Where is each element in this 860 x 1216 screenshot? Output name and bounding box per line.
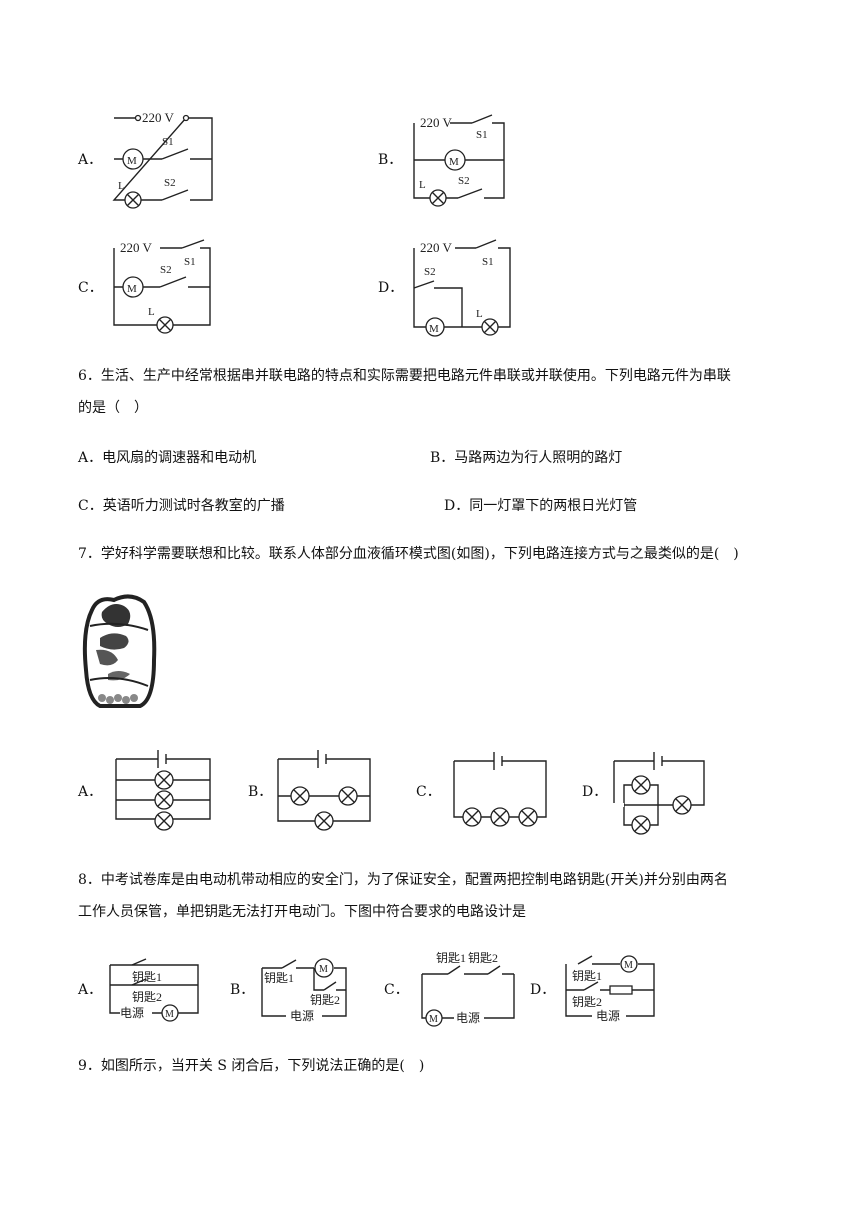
svg-text:S2: S2	[458, 175, 470, 187]
svg-text:L: L	[148, 306, 155, 318]
svg-text:S2: S2	[164, 177, 176, 189]
svg-text:钥匙1: 钥匙1	[264, 971, 294, 985]
q6-option-a[interactable]: A．电风扇的调速器和电动机	[78, 450, 257, 466]
q8-circuit-a: 钥匙1 钥匙2 电源 M	[109, 958, 199, 1022]
svg-text:M: M	[449, 156, 459, 168]
q6-stem-line1: 6．生活、生产中经常根据串并联电路的特点和实际需要把电路元件串联或并联使用。下列…	[78, 368, 731, 384]
svg-text:钥匙2: 钥匙2	[132, 990, 162, 1004]
svg-text:M: M	[165, 1009, 174, 1020]
svg-text:L: L	[476, 308, 483, 320]
q7-option-c-letter[interactable]: C．	[416, 784, 441, 800]
q5-circuit-d: 220 V S1 S2 M L	[413, 239, 511, 337]
q5-c-source: 220 V	[120, 240, 153, 255]
q8-stem-line2: 工作人员保管，单把钥匙无法打开电动门。下图中符合要求的电路设计是	[78, 904, 526, 920]
q7-circuit-d	[610, 752, 705, 835]
svg-text:钥匙1: 钥匙1	[132, 970, 162, 984]
q8-circuit-b: M 钥匙1 钥匙2 电源	[261, 958, 347, 1023]
q6-option-c[interactable]: C．英语听力测试时各教室的广播	[78, 498, 285, 514]
q9-stem: 9．如图所示，当开关 S 闭合后，下列说法正确的是( )	[78, 1058, 425, 1074]
q7-circuit-b	[277, 750, 371, 831]
svg-text:L: L	[118, 180, 125, 192]
svg-text:电源: 电源	[290, 1009, 314, 1023]
q8-circuit-c: 钥匙1 钥匙2 M 电源	[421, 951, 515, 1027]
q5-d-source: 220 V	[420, 240, 453, 255]
q6-option-b[interactable]: B．马路两边为行人照明的路灯	[430, 450, 623, 466]
q6-stem-line2: 的是（ ）	[78, 400, 148, 416]
svg-text:M: M	[319, 964, 328, 975]
svg-text:钥匙1: 钥匙1	[572, 969, 602, 983]
blood-circulation-diagram	[82, 594, 157, 708]
svg-text:M: M	[429, 323, 439, 335]
svg-text:S1: S1	[162, 136, 174, 148]
svg-text:钥匙2: 钥匙2	[572, 995, 602, 1009]
svg-text:钥匙1: 钥匙1	[436, 951, 466, 965]
q8-stem-line1: 8．中考试卷库是由电动机带动相应的安全门，为了保证安全，配置两把控制电路钥匙(开…	[78, 872, 728, 888]
q5-circuit-c: 220 V S1 M S2 L	[113, 239, 211, 334]
svg-text:L: L	[419, 179, 426, 191]
svg-text:钥匙2: 钥匙2	[310, 993, 340, 1007]
q7-circuit-a	[115, 750, 211, 831]
q5-option-b-letter: B．	[378, 152, 403, 168]
q8-option-a-letter[interactable]: A．	[78, 982, 103, 998]
q7-circuit-c	[453, 752, 547, 827]
svg-text:电源: 电源	[596, 1009, 620, 1023]
q8-option-b-letter[interactable]: B．	[230, 982, 255, 998]
svg-text:S1: S1	[184, 256, 196, 268]
q7-stem: 7．学好科学需要联想和比较。联系人体部分血液循环模式图(如图)，下列电路连接方式…	[78, 546, 739, 562]
q5-option-c-letter: C．	[78, 280, 103, 296]
svg-text:M: M	[127, 283, 137, 295]
q5-b-source: 220 V	[420, 115, 453, 130]
svg-text:钥匙2: 钥匙2	[468, 951, 498, 965]
svg-text:S1: S1	[476, 129, 488, 141]
q5-option-a-letter: A．	[78, 152, 103, 168]
svg-text:S2: S2	[160, 264, 172, 276]
q5-a-source: 220 V	[142, 110, 175, 125]
q7-option-b-letter[interactable]: B．	[248, 784, 273, 800]
q8-circuit-d: M 钥匙1 钥匙2 电源	[565, 955, 655, 1023]
svg-text:S1: S1	[482, 256, 494, 268]
svg-text:M: M	[624, 960, 633, 971]
svg-text:S2: S2	[424, 266, 436, 278]
q8-option-d-letter[interactable]: D．	[530, 982, 556, 998]
q5-circuit-a: 220 V M S1 L S2	[112, 110, 213, 209]
q6-option-d[interactable]: D．同一灯罩下的两根日光灯管	[444, 498, 638, 514]
q8-option-c-letter[interactable]: C．	[384, 982, 409, 998]
svg-text:M: M	[127, 155, 137, 167]
q5-option-d-letter: D．	[378, 280, 404, 296]
svg-text:电源: 电源	[120, 1006, 144, 1020]
q7-option-d-letter[interactable]: D．	[582, 784, 608, 800]
svg-text:M: M	[429, 1014, 438, 1025]
q7-option-a-letter[interactable]: A．	[78, 784, 103, 800]
svg-text:电源: 电源	[456, 1011, 480, 1025]
q5-circuit-b: 220 V S1 M L S2	[413, 114, 505, 207]
